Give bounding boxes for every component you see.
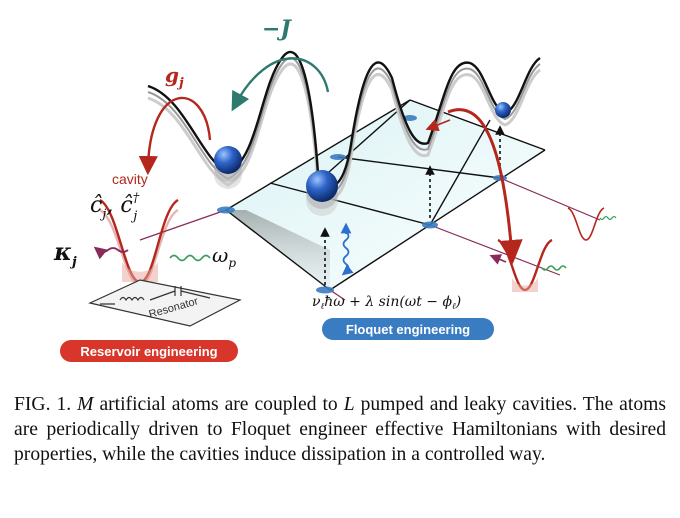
schematic-figure: −J gj Resonator cavity ĉj, ĉ†j κj ωp <box>53 16 617 327</box>
label-c-dagger: ĉ <box>120 193 132 218</box>
caption-l: L <box>343 394 355 415</box>
lattice-plane <box>139 99 601 301</box>
hopping-arrow <box>231 57 330 112</box>
caption-m: M <box>77 394 94 415</box>
svg-text:ĉj, ĉ†j: ĉj, ĉ†j <box>90 191 140 224</box>
label-c: ĉ <box>90 193 102 218</box>
label-omega-p: ω <box>212 243 228 267</box>
label-g-sub: j <box>176 76 184 91</box>
label-g: g <box>165 63 179 87</box>
dissipation-arrow <box>447 108 523 264</box>
svg-text:κj: κj <box>53 237 77 270</box>
caption-label: FIG. 1. <box>14 394 72 415</box>
label-minus-j: −J <box>262 16 292 42</box>
atoms <box>214 102 511 216</box>
atom-ball-3 <box>495 102 511 118</box>
svg-text:gj: gj <box>165 63 184 91</box>
pump-wave-icon <box>169 254 211 262</box>
potential-wells <box>147 50 541 200</box>
resonator-circuit: Resonator <box>88 279 242 327</box>
figure-caption: FIG. 1. M artificial atoms are coupled t… <box>14 394 666 465</box>
coupling-arrow <box>138 96 212 176</box>
atom-ball-2 <box>306 170 338 202</box>
label-kappa: κ <box>53 237 72 266</box>
label-cavity: cavity <box>112 171 148 187</box>
badge-reservoir-engineering: Reservoir engineering <box>60 340 238 362</box>
leak-arrow <box>93 246 129 260</box>
badge-floquet-engineering: Floquet engineering <box>322 318 494 340</box>
drive-formula: νℓħω + λ sin(ωt − ϕℓ) <box>312 294 461 312</box>
atom-ball-1 <box>214 146 242 174</box>
floquet-wave-icon <box>341 231 354 276</box>
svg-text:ωp: ωp <box>212 243 236 270</box>
